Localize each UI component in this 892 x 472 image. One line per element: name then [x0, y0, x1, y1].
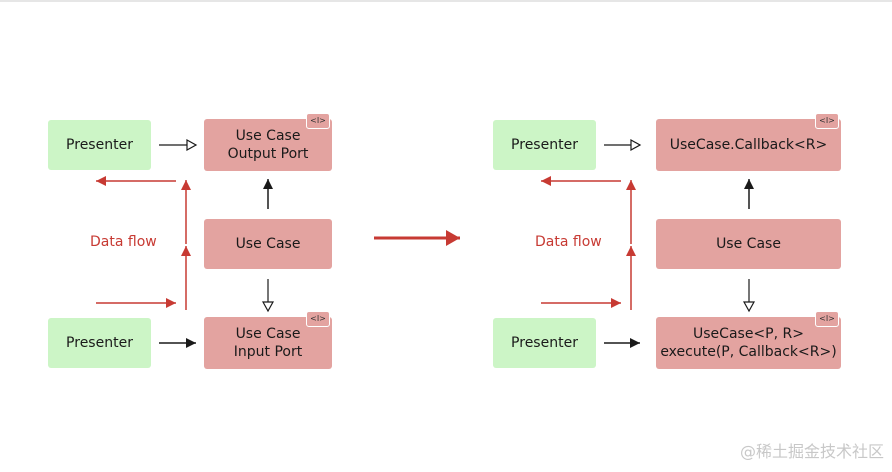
interface-tag: <I> [306, 311, 330, 327]
left-output-port-line2: Output Port [227, 146, 309, 162]
interface-tag: <I> [306, 113, 330, 129]
right-use-case-label: Use Case [716, 236, 781, 252]
left-data-flow-label: Data flow [90, 234, 157, 250]
left-output-port-line1: Use Case [235, 128, 301, 144]
left-input-port-line2: Input Port [233, 344, 303, 360]
left-presenter-top-label: Presenter [66, 137, 133, 153]
left-presenter-top: Presenter [48, 120, 151, 170]
watermark: @稀土掘金技术社区 [739, 442, 884, 461]
interface-tag: <I> [815, 113, 839, 129]
top-border [0, 0, 892, 2]
left-output-port: Use Case Output Port <I> [204, 113, 332, 171]
right-presenter-top: Presenter [493, 120, 596, 170]
left-use-case-label: Use Case [235, 236, 301, 252]
right-usecase-line2: execute(P, Callback<R>) [660, 344, 837, 360]
right-usecase-line1: UseCase<P, R> [693, 326, 804, 342]
interface-tag: <I> [815, 311, 839, 327]
right-data-flow-label: Data flow [535, 234, 602, 250]
right-presenter-bottom-label: Presenter [511, 335, 578, 351]
left-use-case: Use Case [204, 219, 332, 269]
left-input-port: Use Case Input Port <I> [204, 311, 332, 369]
right-presenter-bottom: Presenter [493, 318, 596, 368]
right-presenter-top-label: Presenter [511, 137, 578, 153]
right-use-case: Use Case [656, 219, 841, 269]
left-input-port-line1: Use Case [235, 326, 301, 342]
right-usecase-interface: UseCase<P, R> execute(P, Callback<R>) <I… [656, 311, 841, 369]
right-callback: UseCase.Callback<R> <I> [656, 113, 841, 171]
right-callback-label: UseCase.Callback<R> [669, 137, 828, 153]
left-presenter-bottom-label: Presenter [66, 335, 133, 351]
left-presenter-bottom: Presenter [48, 318, 151, 368]
